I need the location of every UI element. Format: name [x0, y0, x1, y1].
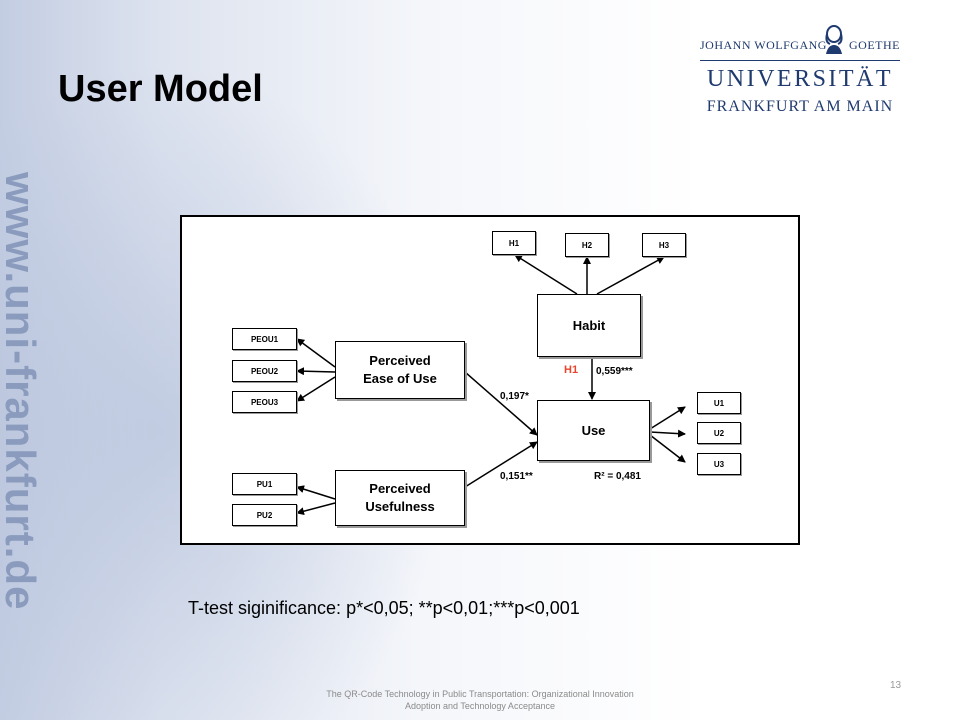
arrow-habit-h3	[596, 256, 665, 295]
arrow-use-u3	[649, 434, 686, 463]
pu-label-line2: Usefulness	[365, 499, 435, 514]
hypothesis-label-h1: H1	[564, 364, 579, 376]
logo-name-left: JOHANN WOLFGANG	[700, 38, 827, 52]
indicator-pu2: PU2	[232, 504, 297, 526]
arrow-use-u1	[649, 406, 686, 430]
construct-use: Use	[537, 400, 650, 461]
logo-city: FRANKFURT AM MAIN	[706, 98, 894, 115]
arrow-peou-use	[464, 371, 538, 436]
construct-use-label: Use	[581, 422, 606, 438]
construct-perceived-usefulness: Perceived Usefulness	[335, 470, 465, 526]
arrow-pu-pu1	[296, 485, 336, 500]
indicator-peou3: PEOU3	[232, 391, 297, 413]
arrow-use-u2	[649, 429, 686, 438]
logo-rule	[700, 60, 900, 61]
arrow-habit-h1	[514, 254, 578, 295]
peou-label-line2: Ease of Use	[363, 371, 437, 386]
logo-university: UNIVERSITÄT	[706, 66, 894, 92]
footer-line2: Adoption and Technology Acceptance	[405, 701, 555, 711]
indicator-u2: U2	[697, 422, 741, 444]
goethe-portrait-icon	[825, 25, 843, 54]
arrow-peou-peou2	[296, 367, 336, 376]
indicator-h1: H1	[492, 231, 536, 255]
arrow-peou-peou3	[296, 376, 336, 402]
logo-founder-name: JOHANN WOLFGANG GOETHE	[700, 38, 900, 53]
peou-label-line1: Perceived	[369, 353, 431, 368]
r-squared-use: R² = 0,481	[594, 471, 641, 482]
indicator-u3: U3	[697, 453, 741, 475]
pu-label-line1: Perceived	[369, 481, 431, 496]
path-arrows	[296, 254, 686, 516]
coef-peou-use: 0,197*	[500, 391, 529, 402]
indicator-peou2: PEOU2	[232, 360, 297, 382]
arrow-pu-pu2	[296, 502, 336, 516]
footer-line1: The QR-Code Technology in Public Transpo…	[326, 689, 634, 699]
significance-note: T-test siginificance: p*<0,05; **p<0,01;…	[188, 598, 580, 618]
university-logo: JOHANN WOLFGANG GOETHE UNIVERSITÄT FRANK…	[700, 20, 900, 115]
arrow-peou-peou1	[296, 338, 336, 368]
construct-habit-label: Habit	[572, 317, 606, 333]
coef-habit-use: 0,559***	[596, 366, 633, 377]
structural-model-diagram: H1 H2 H3 Habit Perceived Ease of Use Use…	[180, 215, 800, 545]
arrow-pu-use	[464, 441, 538, 488]
indicator-u1: U1	[697, 392, 741, 414]
indicator-pu1: PU1	[232, 473, 297, 495]
slide-title: User Model	[58, 68, 263, 110]
url-watermark: www.uni-frankfurt.de	[0, 172, 44, 611]
indicator-h3: H3	[642, 233, 686, 257]
logo-name-right: GOETHE	[849, 38, 900, 52]
indicator-h2: H2	[565, 233, 609, 257]
indicator-peou1: PEOU1	[232, 328, 297, 350]
slide-footer: The QR-Code Technology in Public Transpo…	[270, 688, 690, 712]
construct-perceived-ease-of-use: Perceived Ease of Use	[335, 341, 465, 399]
coef-pu-use: 0,151**	[500, 471, 533, 482]
construct-habit: Habit	[537, 294, 641, 357]
page-number: 13	[890, 680, 902, 691]
